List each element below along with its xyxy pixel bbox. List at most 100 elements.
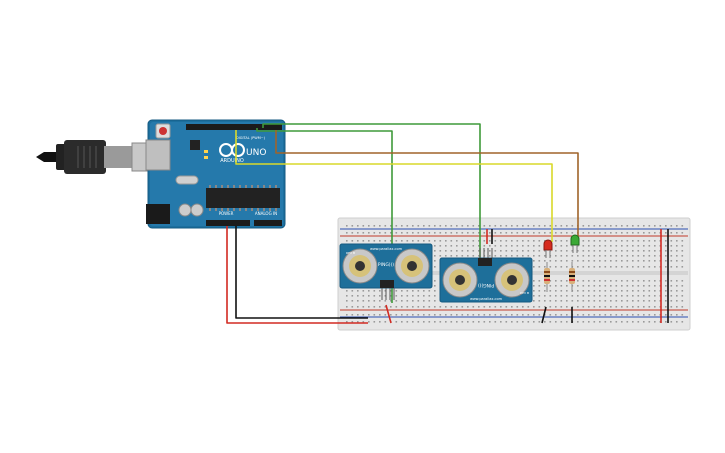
breadboard-hole (676, 225, 678, 227)
breadboard-hole (527, 306, 530, 308)
breadboard-hole (505, 321, 508, 323)
breadboard-hole (632, 306, 634, 308)
breadboard-hole (665, 260, 667, 262)
breadboard-hole (351, 306, 354, 308)
breadboard-hole (434, 321, 436, 323)
breadboard-hole (648, 240, 651, 242)
breadboard-hole (632, 290, 634, 292)
breadboard-hole (434, 245, 436, 247)
breadboard-hole (676, 240, 678, 242)
breadboard-hole (615, 232, 618, 234)
breadboard-hole (439, 250, 442, 252)
breadboard-hole (637, 260, 640, 262)
ultrasonic-sensor-1[interactable]: PING))) www.parallax.com REV B (339, 243, 433, 300)
breadboard-hole (648, 306, 651, 308)
ultrasonic-sensor-2[interactable]: PING))) www.parallax.com REV B (439, 248, 533, 303)
breadboard-hole (412, 225, 414, 227)
breadboard-hole (494, 314, 497, 316)
breadboard-hole (538, 300, 541, 302)
breadboard-hole (533, 285, 535, 287)
breadboard-hole (599, 285, 601, 287)
breadboard-hole (665, 266, 667, 268)
breadboard-hole (489, 255, 491, 257)
breadboard-hole (604, 306, 607, 308)
led-red[interactable] (543, 239, 553, 258)
wire-black-jumper-1 (541, 306, 547, 324)
breadboard-hole (560, 250, 563, 252)
breadboard-hole (544, 232, 546, 234)
breadboard-hole (511, 225, 513, 227)
breadboard-hole (643, 245, 645, 247)
breadboard-hole (571, 225, 574, 227)
breadboard-hole (681, 306, 684, 308)
breadboard-hole (483, 245, 486, 247)
arduino-brand-label: ARDUINO (220, 158, 244, 164)
breadboard-hole (538, 266, 541, 268)
atmega-chip (206, 188, 280, 208)
breadboard-hole (362, 225, 365, 227)
breadboard-hole (423, 295, 425, 297)
breadboard-hole (555, 295, 557, 297)
breadboard-hole (676, 280, 678, 282)
breadboard-hole (676, 266, 678, 268)
breadboard-hole (522, 306, 524, 308)
breadboard-hole (593, 250, 596, 252)
breadboard-hole (610, 295, 612, 297)
breadboard-hole (538, 232, 541, 234)
breadboard-hole (522, 240, 524, 242)
breadboard-hole (494, 245, 497, 247)
breadboard-hole (604, 255, 607, 257)
breadboard-hole (368, 232, 370, 234)
breadboard-hole (654, 250, 656, 252)
breadboard-hole (384, 300, 387, 302)
breadboard-hole (577, 266, 579, 268)
breadboard-hole (472, 314, 475, 316)
breadboard-hole (665, 314, 667, 316)
breadboard-hole (621, 225, 623, 227)
breadboard-hole (577, 290, 579, 292)
breadboard-hole (610, 255, 612, 257)
breadboard-hole (637, 280, 640, 282)
resistor-2[interactable] (569, 262, 575, 292)
breadboard-hole (560, 245, 563, 247)
breadboard-hole (621, 255, 623, 257)
resistor-1[interactable] (544, 262, 550, 292)
breadboard-hole (527, 225, 530, 227)
breadboard-hole (538, 255, 541, 257)
breadboard-hole (588, 280, 590, 282)
breadboard-hole (357, 300, 359, 302)
breadboard-hole (412, 295, 414, 297)
breadboard-hole (665, 306, 667, 308)
breadboard-hole (577, 295, 579, 297)
breadboard-hole (632, 250, 634, 252)
breadboard-hole (681, 285, 684, 287)
breadboard-hole (555, 285, 557, 287)
breadboard-hole (670, 306, 673, 308)
breadboard-hole (395, 321, 398, 323)
breadboard-hole (566, 321, 568, 323)
breadboard-hole (533, 240, 535, 242)
breadboard-hole (560, 225, 563, 227)
breadboard-hole (599, 255, 601, 257)
breadboard-hole (406, 232, 409, 234)
breadboard-hole (599, 280, 601, 282)
breadboard-hole (670, 245, 673, 247)
breadboard-hole (538, 225, 541, 227)
breadboard-hole (461, 314, 464, 316)
breadboard-hole (681, 300, 684, 302)
breadboard-hole (478, 240, 480, 242)
breadboard-hole (478, 245, 480, 247)
breadboard-hole (643, 250, 645, 252)
breadboard-hole (494, 240, 497, 242)
led-green[interactable] (570, 234, 580, 253)
breadboard-hole (516, 250, 519, 252)
arduino-uno-board[interactable]: ARDUINO UNO DIGITAL (PWM~) POWER ANALOG … (145, 119, 286, 229)
breadboard-hole (505, 306, 508, 308)
breadboard-hole (593, 314, 596, 316)
breadboard-hole (621, 321, 623, 323)
breadboard-hole (445, 245, 447, 247)
breadboard-hole (610, 321, 612, 323)
breadboard-hole (632, 245, 634, 247)
breadboard-hole (648, 300, 651, 302)
